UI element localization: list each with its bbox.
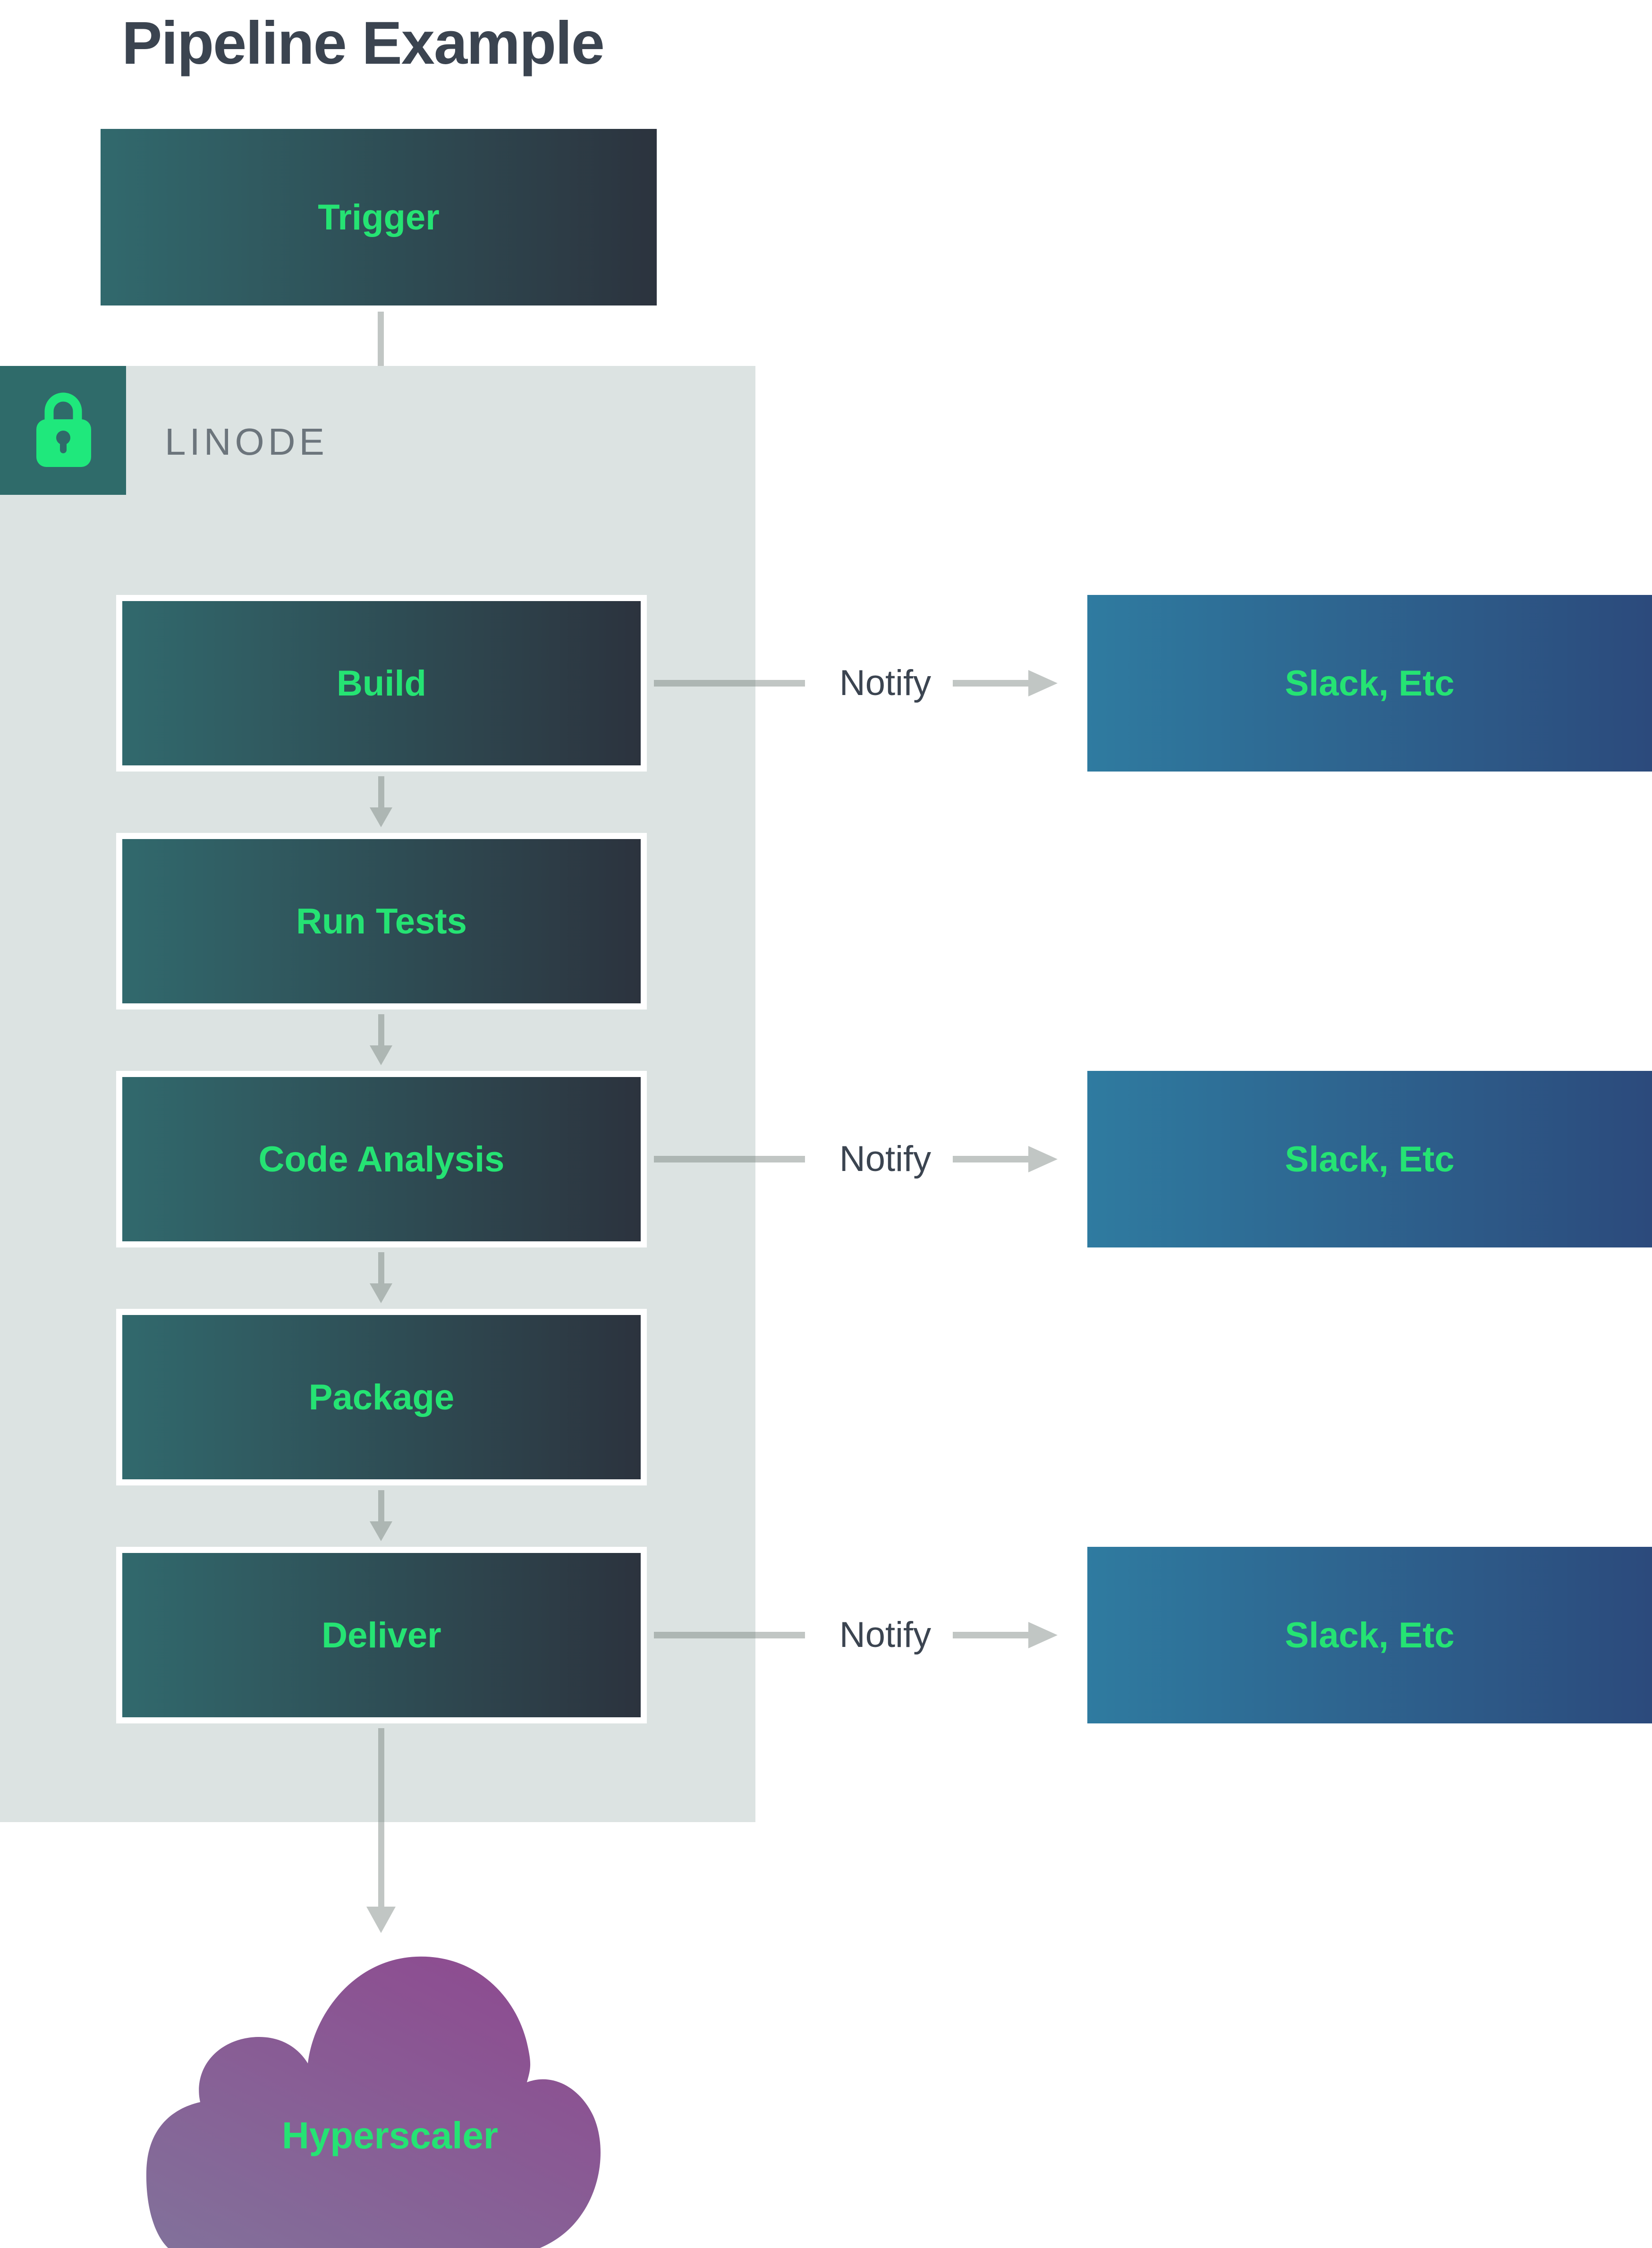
step-label: Run Tests (296, 901, 467, 942)
step-label: Code Analysis (258, 1139, 505, 1179)
step-node-build: Build (116, 595, 647, 772)
right-arrow-stem (953, 680, 1028, 687)
step-node-code-analysis: Code Analysis (116, 1071, 647, 1247)
notify-line (654, 1632, 805, 1638)
cloud-label: Hyperscaler (281, 2114, 499, 2156)
lock-tile (0, 366, 126, 495)
slack-label: Slack, Etc (1285, 1615, 1455, 1655)
down-arrow-deliver-head-icon (366, 1907, 396, 1933)
page-title: Pipeline Example (122, 9, 605, 77)
trigger-node: Trigger (101, 129, 657, 305)
step-node-package: Package (116, 1309, 647, 1485)
cloud-icon (146, 1956, 601, 2248)
slack-node-deliver: Slack, Etc (1087, 1547, 1652, 1723)
right-arrow-head-icon (1028, 670, 1058, 696)
notify-line (654, 680, 805, 687)
notify-label: Notify (839, 1139, 932, 1179)
notify-label: Notify (839, 1615, 932, 1655)
step-label: Package (308, 1377, 455, 1417)
slack-node-build: Slack, Etc (1087, 595, 1652, 772)
step-node-deliver: Deliver (116, 1547, 647, 1723)
lock-icon (36, 392, 91, 467)
notify-line (654, 1156, 805, 1162)
down-arrow-stem (378, 1252, 384, 1283)
notify-label: Notify (839, 663, 932, 703)
down-arrow-deliver-stem (378, 1728, 384, 1907)
right-arrow-head-icon (1028, 1146, 1058, 1172)
step-label: Deliver (322, 1615, 441, 1655)
down-arrow-head-icon (370, 1283, 392, 1303)
slack-node-code-analysis: Slack, Etc (1087, 1071, 1652, 1247)
step-node-run-tests: Run Tests (116, 833, 647, 1009)
linode-zone-label: LINODE (165, 421, 328, 463)
right-arrow-head-icon (1028, 1622, 1058, 1648)
down-arrow-stem (378, 1014, 384, 1045)
slack-label: Slack, Etc (1285, 1139, 1455, 1179)
right-arrow-stem (953, 1632, 1028, 1638)
down-arrow-stem (378, 1490, 384, 1521)
right-arrow-stem (953, 1156, 1028, 1162)
trigger-label: Trigger (318, 197, 440, 238)
step-label: Build (337, 663, 426, 704)
down-arrow-stem (378, 776, 384, 807)
down-arrow-head-icon (370, 1045, 392, 1065)
down-arrow-head-icon (370, 807, 392, 827)
slack-label: Slack, Etc (1285, 663, 1455, 704)
down-arrow-head-icon (370, 1521, 392, 1541)
